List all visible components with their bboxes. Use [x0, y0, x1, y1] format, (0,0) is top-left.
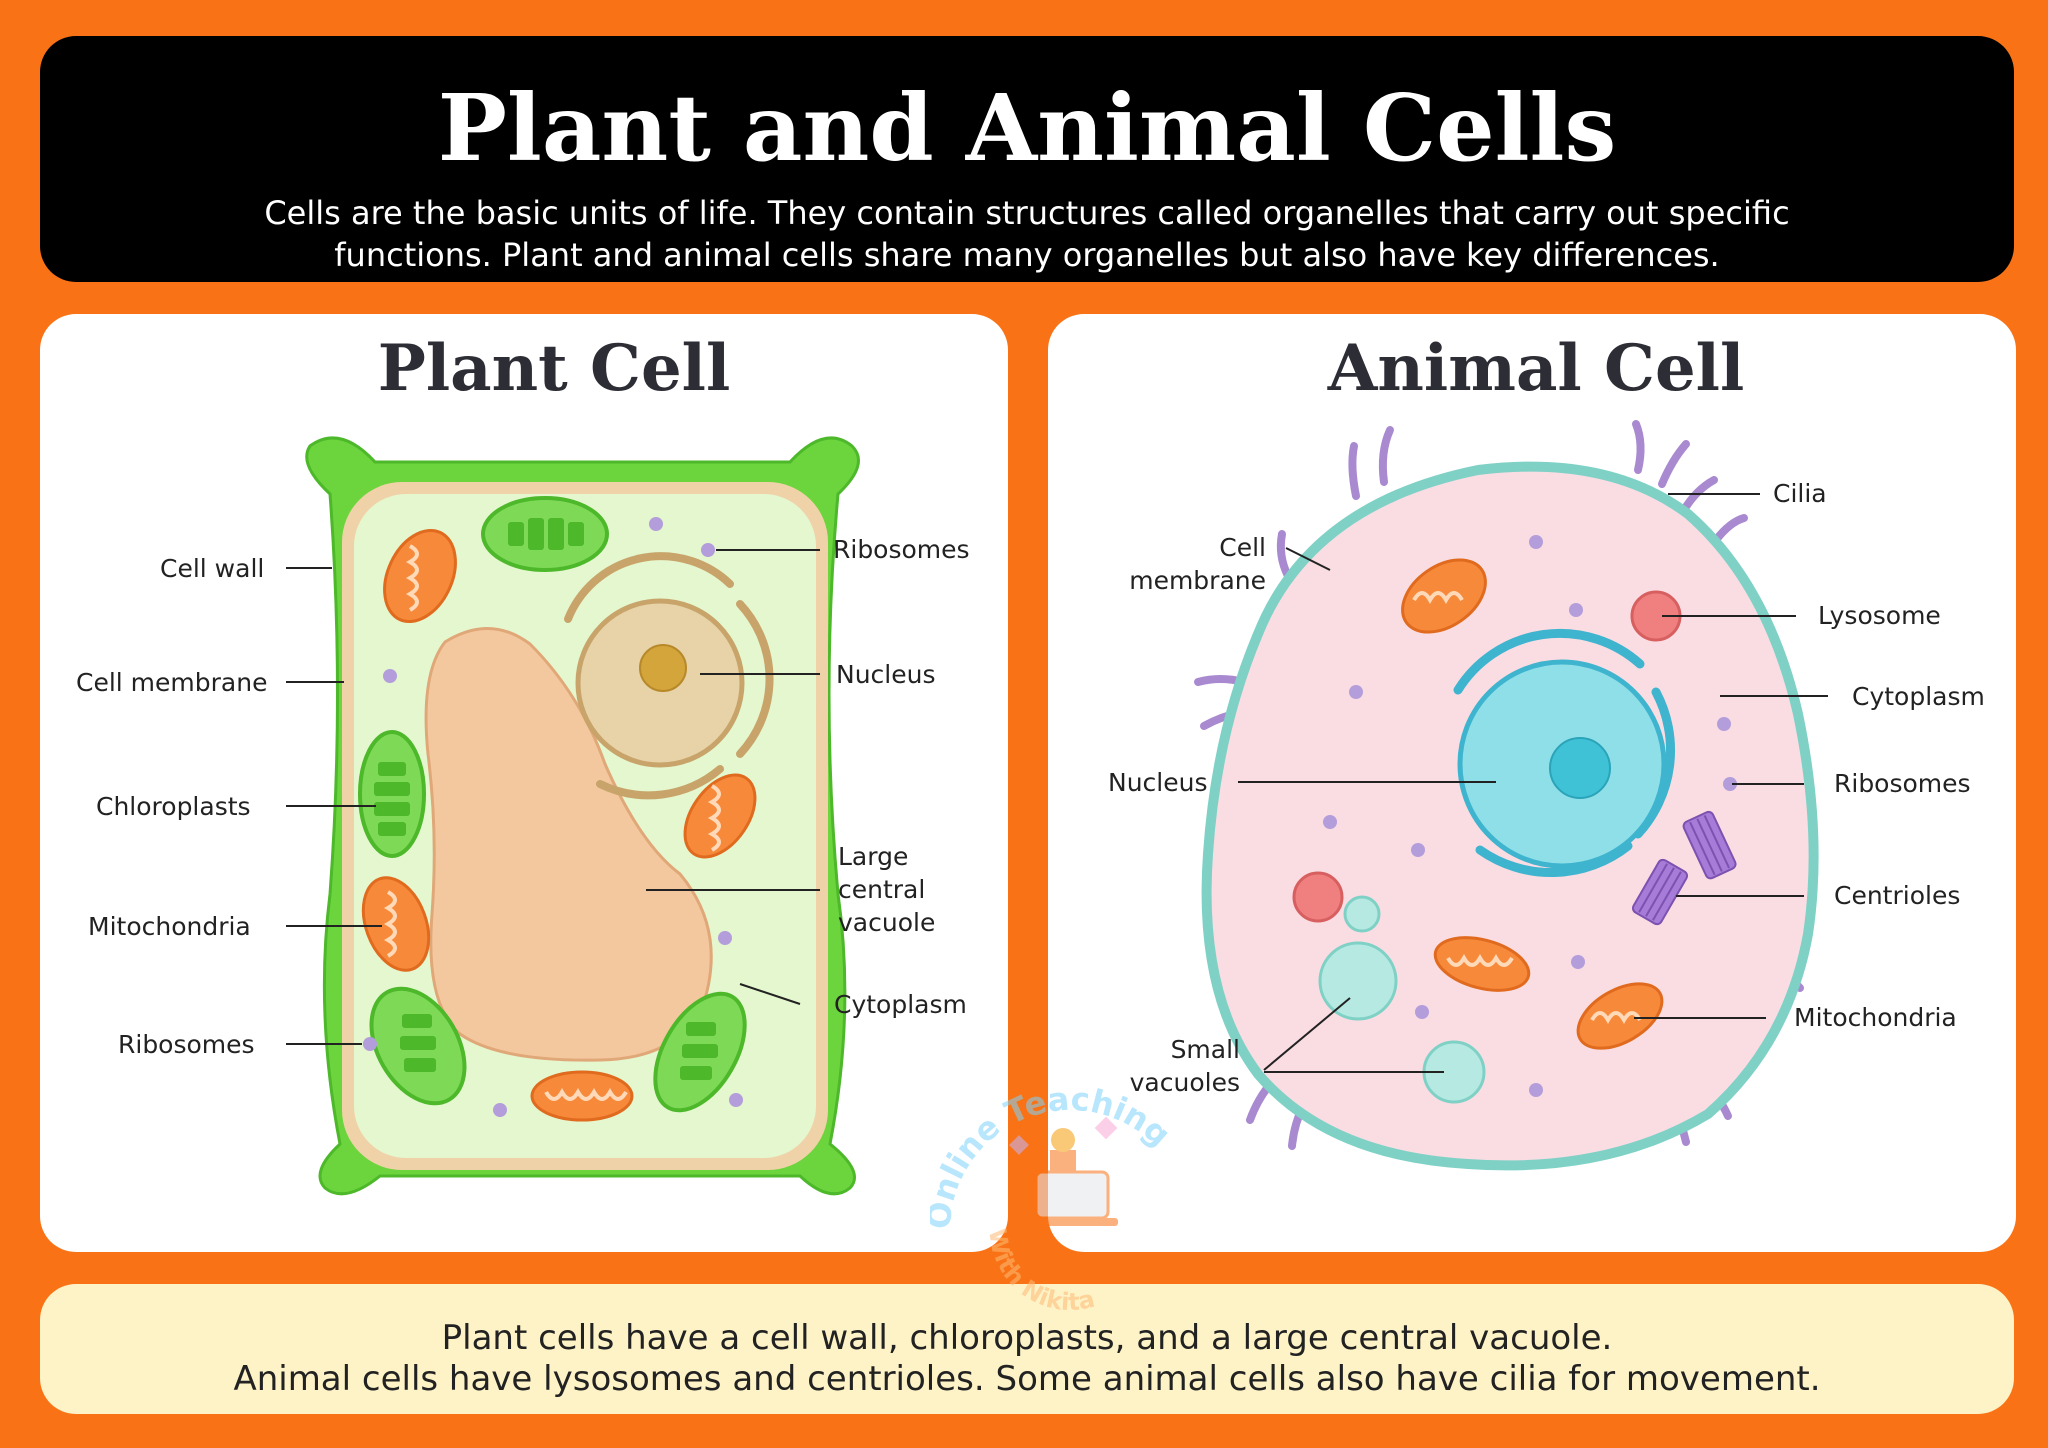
ribosome [363, 1037, 377, 1051]
plant-cell-title: Plant Cell [378, 331, 731, 406]
ribosome [1529, 1083, 1543, 1097]
laptop-icon [1034, 1170, 1110, 1220]
plant-chloroplast [653, 991, 747, 1113]
label-cilia: Cilia [1773, 479, 1827, 508]
label-centrioles: Centrioles [1834, 881, 1960, 910]
label-mitochondria: Mitochondria [1794, 1003, 1957, 1032]
label-chloroplasts: Chloroplasts [96, 792, 251, 821]
animal-mitochondrion [1576, 982, 1664, 1050]
small-vacuole [1343, 895, 1381, 933]
label-large-central-vacuole-1: Large [838, 842, 908, 871]
animal-cell-title: Animal Cell [1327, 331, 1745, 406]
ribosome [1529, 535, 1543, 549]
lysosome [1292, 871, 1344, 923]
label-nucleus: Nucleus [1108, 768, 1208, 797]
label-large-central-vacuole-3: vacuole [838, 908, 935, 937]
plant-cell-diagram: Plant Cell [76, 331, 970, 1196]
ribosome [1571, 955, 1585, 969]
label-cell-membrane-2: membrane [1129, 566, 1266, 595]
label-cell-membrane: Cell membrane [76, 668, 267, 697]
label-cell-membrane-1: Cell [1219, 533, 1266, 562]
centrioles [1631, 810, 1737, 926]
label-small-vacuoles-2: vacuoles [1130, 1068, 1240, 1097]
summary-box: Plant cells have a cell wall, chloroplas… [40, 1284, 2014, 1414]
plant-mitochondrion [530, 1070, 634, 1122]
plant-mitochondrion [361, 876, 431, 972]
label-cell-wall: Cell wall [160, 554, 264, 583]
label-ribosomes: Ribosomes [1834, 769, 1971, 798]
ribosome [718, 931, 732, 945]
ribosome [1723, 777, 1737, 791]
summary-line-animal: Animal cells have lysosomes and centriol… [233, 1359, 1821, 1399]
plant-chloroplast [481, 496, 609, 572]
ribosome [1411, 843, 1425, 857]
ribosome [1349, 685, 1363, 699]
label-mitochondria: Mitochondria [88, 912, 251, 941]
animal-cell-diagram: Animal Cell [1108, 331, 1985, 1171]
label-ribosomes-right: Ribosomes [833, 535, 970, 564]
animal-nucleus [1453, 628, 1676, 878]
watermark-logo: Online Teaching With Nikita [930, 1080, 1178, 1316]
ribosome [1323, 815, 1337, 829]
page-subtitle: Cells are the basic units of life. They … [264, 194, 1790, 274]
ribosome [729, 1093, 743, 1107]
small-vacuole [1318, 941, 1398, 1021]
ribosome [1415, 1005, 1429, 1019]
page-title: Plant and Animal Cells [437, 74, 1617, 182]
plant-nucleus [564, 552, 774, 800]
label-large-central-vacuole-2: central [838, 875, 925, 904]
watermark-text-bottom: With Nikita [983, 1226, 1097, 1316]
plant-chloroplast [369, 986, 467, 1106]
plant-cell-panel: Plant Cell [40, 314, 1008, 1252]
plant-mitochondrion [383, 528, 457, 624]
summary-line-plant: Plant cells have a cell wall, chloroplas… [441, 1318, 1613, 1358]
title-banner: Plant and Animal Cells Cells are the bas… [40, 36, 2014, 282]
ribosome [701, 543, 715, 557]
animal-mitochondrion [1401, 558, 1487, 634]
ribosome [493, 1103, 507, 1117]
animal-mitochondrion [1433, 936, 1531, 992]
label-lysosome: Lysosome [1818, 601, 1941, 630]
ribosome [1569, 603, 1583, 617]
label-ribosomes-left: Ribosomes [118, 1030, 255, 1059]
animal-leader-lines [1238, 493, 1828, 1073]
plant-mitochondrion [683, 773, 757, 859]
label-cytoplasm: Cytoplasm [834, 990, 967, 1019]
label-cytoplasm: Cytoplasm [1852, 682, 1985, 711]
ribosome [1717, 717, 1731, 731]
plant-chloroplast [358, 730, 426, 858]
animal-cell-panel: Animal Cell [1048, 314, 2016, 1252]
label-small-vacuoles-1: Small [1171, 1035, 1240, 1064]
plant-leader-lines [286, 549, 820, 1045]
ribosome [383, 669, 397, 683]
label-nucleus: Nucleus [836, 660, 936, 689]
ribosome [649, 517, 663, 531]
